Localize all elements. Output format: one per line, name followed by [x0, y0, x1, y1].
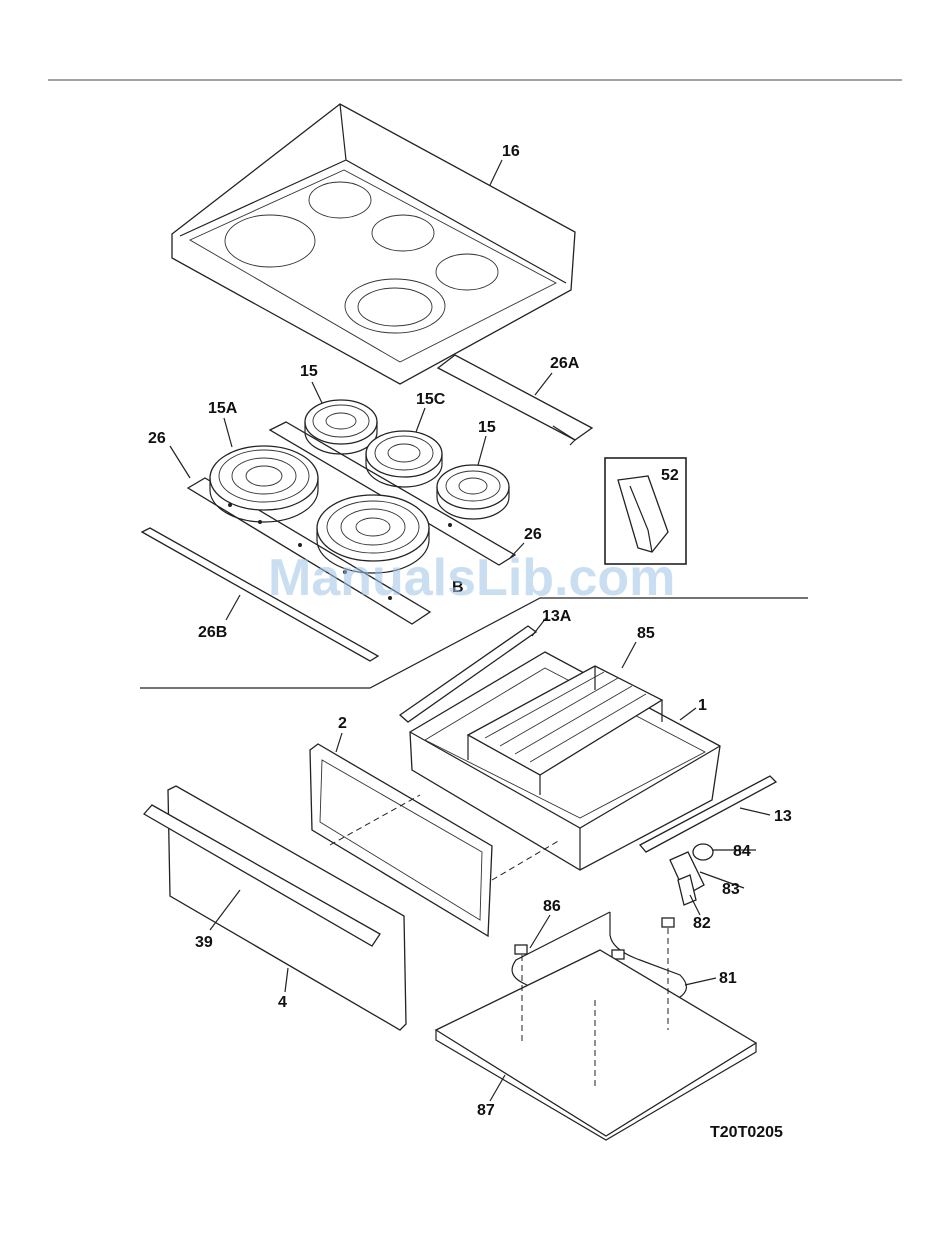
label-86: 86: [543, 898, 561, 915]
label-26-left: 26: [148, 430, 166, 447]
label-84: 84: [733, 843, 751, 860]
label-2: 2: [338, 715, 347, 732]
label-1: 1: [698, 697, 707, 714]
watermark: ManualsLib.com: [268, 549, 675, 607]
label-83: 83: [722, 881, 740, 898]
label-13: 13: [774, 808, 792, 825]
label-26A: 26A: [550, 355, 580, 372]
label-16: 16: [502, 143, 520, 160]
label-81: 81: [719, 970, 737, 987]
label-4: 4: [278, 994, 287, 1011]
label-39: 39: [195, 934, 213, 951]
diagram-code: T20T0205: [710, 1124, 783, 1141]
label-85: 85: [637, 625, 655, 642]
label-82: 82: [693, 915, 711, 932]
label-15-right: 15: [478, 419, 496, 436]
label-15-top: 15: [300, 363, 318, 380]
label-52: 52: [661, 467, 679, 484]
lamp-socket-84: [693, 844, 713, 860]
label-87: 87: [477, 1102, 495, 1119]
label-26B: 26B: [198, 624, 227, 641]
label-15C: 15C: [416, 391, 446, 408]
burner-15-right: [437, 465, 509, 519]
label-13A: 13A: [542, 608, 572, 625]
label-26-right: 26: [524, 526, 542, 543]
label-15A: 15A: [208, 400, 238, 417]
